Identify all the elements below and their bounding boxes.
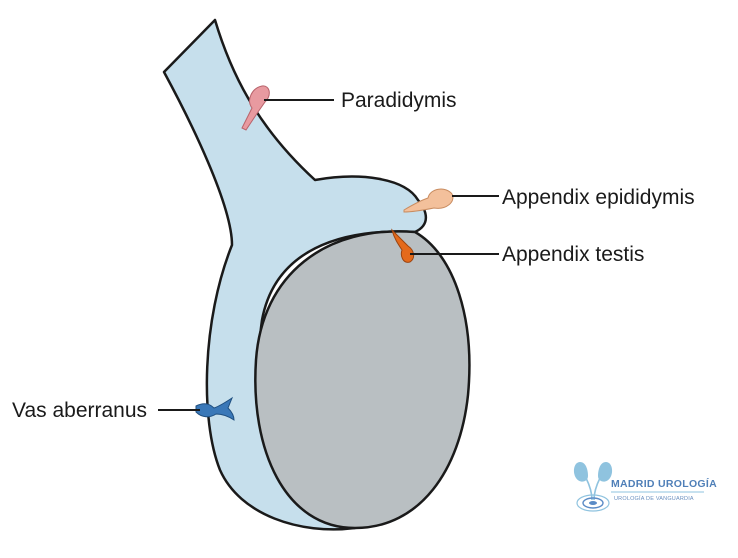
paradidymis-shape (241, 85, 270, 131)
appendix-testis-label: Appendix testis (502, 243, 644, 266)
kidney-logo-icon (573, 462, 613, 512)
vas-aberranus-label: Vas aberranus (12, 399, 147, 422)
logo-subtitle: UROLOGÍA DE VANGUARDIA (614, 495, 694, 502)
madrid-urologia-logo: MADRID UROLOGÍA UROLOGÍA DE VANGUARDIA (573, 462, 717, 512)
vas-aberranus-shape (195, 396, 235, 421)
testis (254, 230, 471, 530)
paradidymis-label: Paradidymis (341, 89, 457, 112)
appendix-epididymis-label: Appendix epididymis (502, 186, 695, 209)
appendix-epididymis-shape (403, 188, 454, 213)
logo-title: MADRID UROLOGÍA (611, 477, 717, 490)
appendix-testis-shape (391, 228, 415, 263)
